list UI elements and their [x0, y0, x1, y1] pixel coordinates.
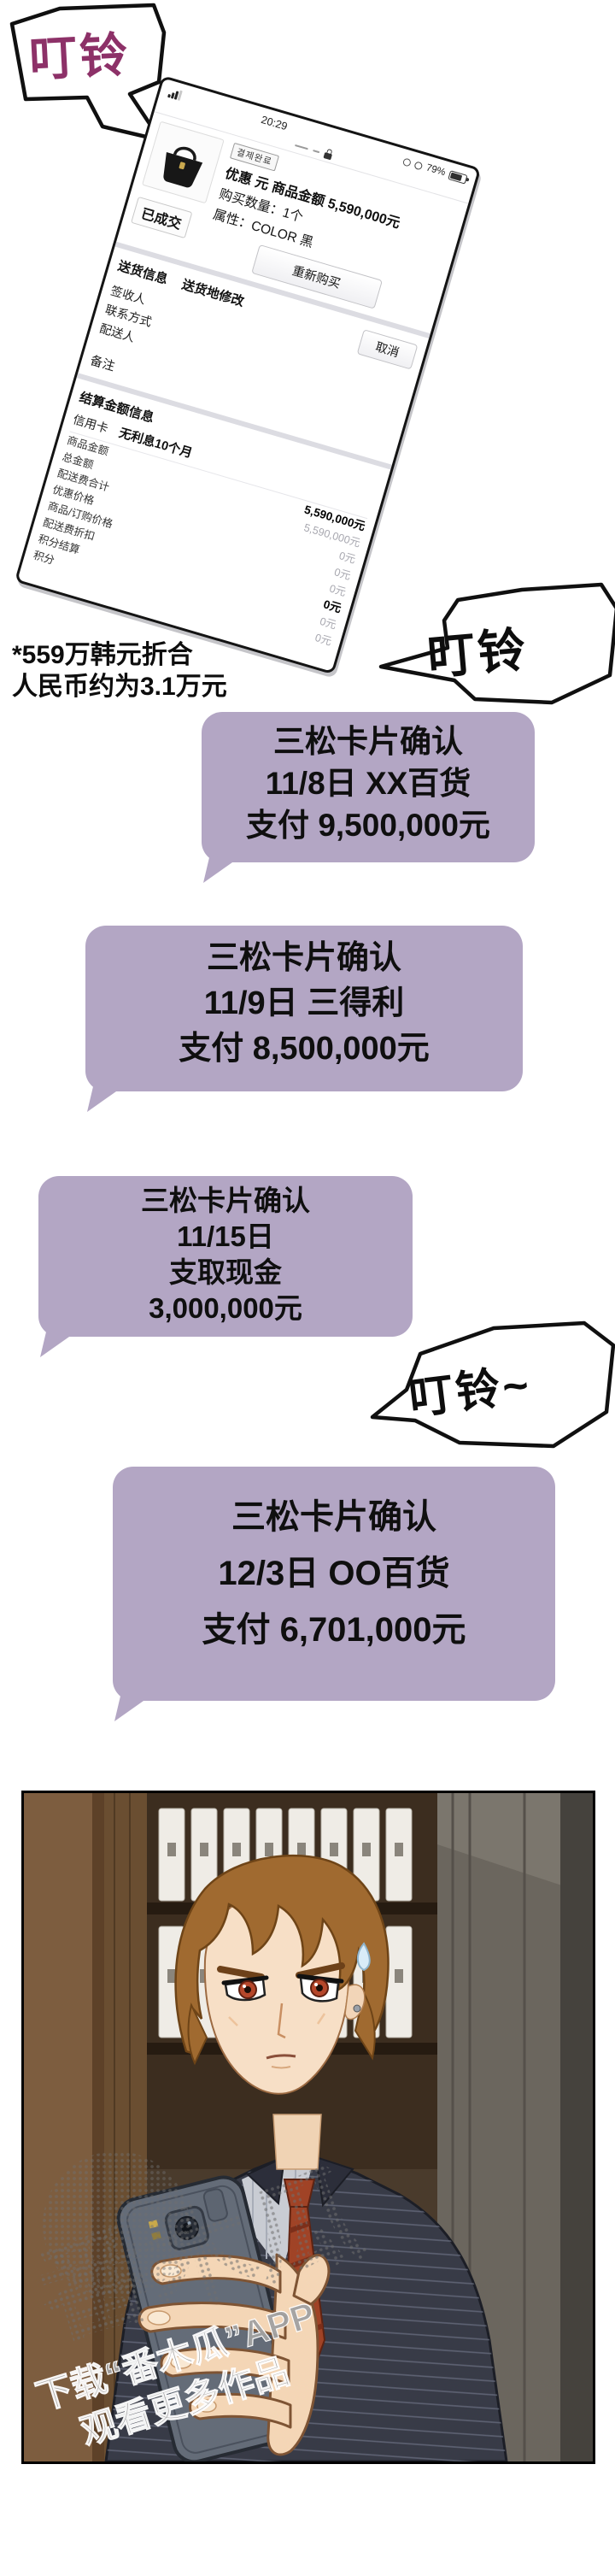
sfx-text-middle: 叮铃 — [425, 621, 530, 685]
message-line: 11/8日 XX百货 — [265, 766, 472, 801]
ring-finger — [160, 2347, 290, 2386]
sfx-bubble-middle: 叮铃 — [372, 579, 615, 716]
card-notification-bubble: 三松卡片确认 12/3日 OO百货 支付 6,701,000元 — [113, 1467, 555, 1701]
sfx-text-top: 叮铃 — [27, 26, 132, 87]
sweat-drop — [356, 1942, 371, 1972]
order-card: 已成交 결제완료 优惠 元 商品金额 5,590,000元 购买数量：1个 属性… — [126, 121, 458, 324]
earring — [353, 2004, 361, 2013]
left-eyebrow — [217, 1966, 265, 1980]
sfx-bubble-outline — [370, 1320, 615, 1449]
alarm-icon — [413, 160, 424, 170]
credit-label: 信用卡 — [71, 412, 110, 436]
message-line: 三松卡片确认 — [231, 1498, 436, 1536]
refresh-icon — [401, 156, 413, 168]
comic-panel: 番木瓜 下载“番木瓜”APP 观看更多作品 — [21, 1791, 595, 2464]
neck — [272, 2114, 322, 2170]
message-line: 支付 9,500,000元 — [246, 808, 490, 843]
middle-finger — [138, 2302, 287, 2340]
message-line: 三松卡片确认 — [141, 1185, 310, 1216]
door-frame — [24, 1793, 92, 2461]
hair — [174, 1854, 390, 2055]
message-line: 3,000,000元 — [149, 1292, 302, 1324]
url-dash — [313, 149, 320, 153]
footnote-line2: 人民币约为3.1万元 — [12, 673, 227, 701]
battery-icon — [448, 169, 468, 185]
message-line: 11/15日 — [177, 1220, 274, 1252]
message-line: 三松卡片确认 — [206, 940, 401, 976]
sfx-bubble-top: 叮铃 — [0, 0, 188, 158]
comic-art: 番木瓜 下载“番木瓜”APP 观看更多作品 — [24, 1793, 593, 2461]
message-line: 支付 8,500,000元 — [179, 1031, 430, 1067]
right-eyebrow — [296, 1962, 345, 1979]
message-line: 三松卡片确认 — [273, 724, 463, 759]
lock-icon — [323, 152, 333, 161]
signal-icon — [167, 87, 183, 101]
card-notification-bubble: 三松卡片确认 11/15日 支取现金 3,000,000元 — [38, 1176, 413, 1337]
papaya-stamp-logo — [43, 2151, 190, 2298]
message-line: 支付 6,701,000元 — [202, 1611, 466, 1649]
sfx-bubble-bottom: 叮铃~ — [366, 1316, 615, 1463]
card-notification-bubble: 三松卡片确认 11/9日 三得利 支付 8,500,000元 — [85, 926, 523, 1091]
thumb — [292, 2254, 331, 2306]
url-dash — [295, 144, 309, 150]
phone-screenshot: 20:29 79% 已成交 — [14, 75, 482, 675]
message-line: 12/3日 OO百货 — [218, 1555, 450, 1592]
currency-footnote: *559万韩元折合 人民币约为3.1万元 — [12, 639, 227, 703]
deal-status-badge: 已成交 — [131, 196, 193, 239]
mouth — [266, 2054, 296, 2060]
sfx-bubble-outline — [9, 3, 167, 143]
sfx-bubble-outline — [378, 582, 615, 705]
man-figure — [104, 1854, 508, 2461]
hand — [138, 2253, 331, 2456]
footnote-line1: *559万韩元折合 — [12, 641, 193, 669]
handbag-icon — [163, 146, 203, 188]
message-line: 11/9日 三得利 — [203, 985, 405, 1021]
product-image — [141, 121, 225, 204]
nose — [277, 2003, 286, 2039]
message-line: 支取现金 — [169, 1256, 282, 1288]
card-notification-bubble: 三松卡片确认 11/8日 XX百货 支付 9,500,000元 — [202, 712, 535, 862]
